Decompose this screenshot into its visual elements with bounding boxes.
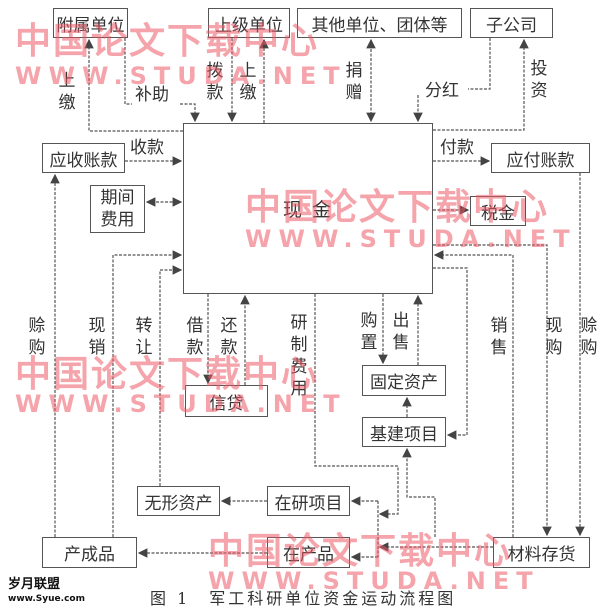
figure-caption: 图 1 军工科研单位资金运动流程图: [150, 589, 457, 608]
node-cash: 现 金: [183, 123, 433, 294]
node-payable: 应付账款: [491, 143, 590, 173]
label-cash-buy: 现购: [545, 316, 563, 358]
edge-transfer: [159, 265, 183, 486]
label-collect: 收款: [130, 138, 164, 158]
node-intangible: 无形资产: [137, 486, 220, 516]
label-subsidy: 补助: [135, 85, 169, 105]
node-tax: 税金: [470, 196, 526, 226]
label-investment: 投资: [530, 59, 548, 101]
label-credit-sale: 赊购: [28, 316, 46, 358]
label-sales: 销售: [490, 316, 508, 358]
label-pay-up-1: 上缴: [58, 71, 76, 113]
label-credit-buy: 赊购: [580, 316, 598, 358]
node-affiliated: 附属单位: [53, 8, 128, 38]
label-donation: 捐赠: [345, 61, 363, 103]
label-borrow: 借款: [186, 316, 204, 358]
node-construction: 基建项目: [362, 417, 446, 447]
node-credit: 信贷: [185, 385, 268, 417]
logo-url: www.Syue.com: [8, 594, 85, 604]
edge-to-construction: [433, 267, 468, 440]
logo-cn: 岁月联盟: [8, 577, 61, 592]
label-pay-up-2: 上缴: [239, 61, 257, 103]
edge-cash-sale: [112, 250, 183, 537]
edge-investment: [433, 38, 529, 131]
node-finished-goods: 产成品: [42, 537, 137, 568]
edge-subsidy-2: [180, 103, 200, 123]
label-purchase: 购置: [360, 311, 378, 353]
node-materials: 材料存货: [493, 537, 590, 568]
label-transfer: 转让: [135, 316, 153, 358]
label-cash-sale: 现销: [88, 316, 106, 358]
node-research-project: 在研项目: [267, 486, 350, 516]
edge-sales: [433, 250, 514, 537]
node-fixed-assets: 固定资产: [362, 365, 446, 396]
label-sell: 出售: [392, 311, 410, 353]
label-dividend: 分红: [425, 81, 459, 101]
edge-pay-up-1: [84, 38, 183, 132]
edge-rd-cost: [314, 294, 399, 519]
label-repay: 还款: [220, 316, 238, 358]
edge-cash-buy: [433, 244, 552, 537]
node-superior: 上级单位: [208, 8, 290, 38]
node-wip: 在产品: [267, 537, 350, 568]
edge-dividend: [468, 38, 491, 90]
edge-subsidy: [124, 38, 132, 105]
node-receivable: 应收账款: [42, 143, 125, 173]
node-others: 其他单位、团体等: [297, 8, 462, 38]
label-rd-cost: 研制费用: [290, 313, 308, 399]
label-pay: 付款: [440, 138, 474, 158]
node-period-expense: 期间费用: [90, 185, 145, 233]
site-logo: 岁月联盟 www.Syue.com: [8, 578, 85, 606]
label-allocation: 拨款: [206, 61, 224, 103]
edge-materials-construction: [402, 447, 436, 537]
node-subsidiary: 子公司: [470, 8, 553, 38]
